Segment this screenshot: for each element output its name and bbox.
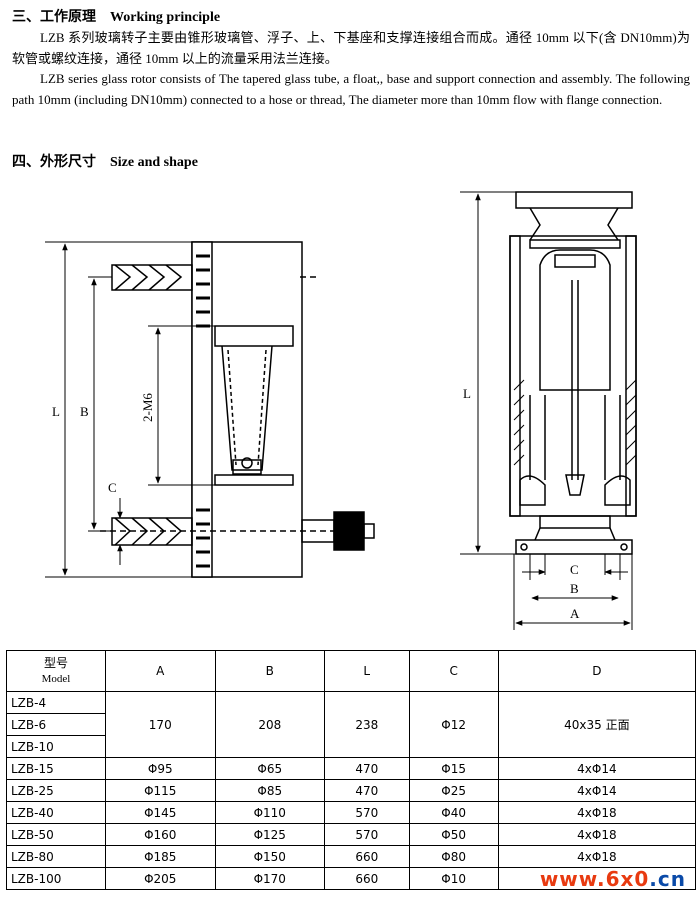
- section-4-title-en: Size and shape: [110, 155, 198, 170]
- value-A: Φ205: [105, 867, 216, 890]
- model-cell: LZB-25: [6, 779, 106, 802]
- value-C: Φ10: [408, 867, 499, 890]
- table-header-row: 型号 Model A B L C D: [6, 650, 697, 692]
- right-view-drawing: [509, 191, 637, 555]
- value-L: 570: [324, 823, 410, 846]
- value-D: 40x35 正面: [497, 691, 697, 758]
- right-dim-B: B: [570, 581, 579, 596]
- dimension-drawing: L B 2-M6 C: [45, 191, 637, 630]
- value-D: 4xΦ18: [497, 823, 697, 846]
- value-A: Φ115: [105, 779, 216, 802]
- header-model-cn: 型号: [43, 656, 68, 670]
- value-C: Φ12: [408, 691, 499, 758]
- value-D: 4xΦ18: [497, 801, 697, 824]
- value-B: Φ110: [214, 801, 326, 824]
- model-cell: LZB-40: [6, 801, 106, 824]
- table-row: LZB-40 Φ145 Φ110 570 Φ40 4xΦ18: [6, 801, 697, 824]
- model-cell: LZB-6: [6, 713, 106, 736]
- value-A: 170: [105, 691, 216, 758]
- value-B: Φ85: [214, 779, 326, 802]
- value-L: 660: [324, 867, 410, 890]
- model-cell: LZB-15: [6, 757, 106, 780]
- watermark-prefix: www.: [539, 867, 606, 891]
- value-B: 208: [214, 691, 326, 758]
- value-L: 470: [324, 757, 410, 780]
- value-A: Φ145: [105, 801, 216, 824]
- watermark-brand: 6x0: [605, 867, 650, 891]
- model-cell: LZB-50: [6, 823, 106, 846]
- header-D: D: [497, 650, 697, 692]
- table-row: LZB-100 Φ205 Φ170 660 Φ10: [6, 867, 697, 890]
- value-A: Φ185: [105, 845, 216, 868]
- principle-paragraph-cn: LZB 系列玻璃转子主要由锥形玻璃管、浮子、上、下基座和支撑连接组合而成。通径 …: [12, 30, 690, 66]
- left-dim-C: C: [108, 480, 117, 495]
- value-C: Φ50: [408, 823, 499, 846]
- right-dimensions: [460, 191, 633, 630]
- spec-table: 型号 Model A B L C D LZB-4 170 208 238 Φ12…: [6, 650, 697, 890]
- value-C: Φ80: [408, 845, 499, 868]
- table-row: LZB-50 Φ160 Φ125 570 Φ50 4xΦ18: [6, 823, 697, 846]
- left-dim-L: L: [52, 404, 60, 419]
- value-A: Φ160: [105, 823, 216, 846]
- value-D: 4xΦ14: [497, 757, 697, 780]
- value-L: 238: [324, 691, 410, 758]
- value-D: [497, 867, 697, 890]
- table-row: LZB-10: [6, 735, 696, 758]
- watermark-suffix: .cn: [649, 867, 686, 891]
- principle-paragraph-en: LZB series glass rotor consists of The t…: [12, 71, 690, 107]
- section-4-title-cn: 四、外形尺寸: [12, 154, 96, 170]
- value-B: Φ125: [214, 823, 326, 846]
- site-watermark: www.6x0.cn: [540, 867, 686, 891]
- model-cell: LZB-4: [6, 691, 106, 714]
- section-4-title: 四、外形尺寸 Size and shape: [12, 151, 198, 171]
- right-dim-C: C: [570, 562, 579, 577]
- table-row: LZB-4 170 208 238 Φ12 40x35 正面: [6, 691, 697, 758]
- header-model-en: Model: [41, 673, 71, 685]
- table-row: LZB-25 Φ115 Φ85 470 Φ25 4xΦ14: [6, 779, 697, 802]
- model-cell: LZB-10: [6, 735, 106, 758]
- value-C: Φ15: [408, 757, 499, 780]
- left-dimensions: [45, 241, 215, 578]
- left-dim-2M6: 2-M6: [140, 393, 155, 422]
- value-D: 4xΦ14: [497, 779, 697, 802]
- value-D: 4xΦ18: [497, 845, 697, 868]
- header-A: A: [105, 650, 216, 692]
- right-dim-L: L: [463, 386, 471, 401]
- value-B: Φ170: [214, 867, 326, 890]
- value-L: 660: [324, 845, 410, 868]
- value-C: Φ40: [408, 801, 499, 824]
- header-B: B: [214, 650, 326, 692]
- section-3-title-cn: 三、工作原理: [12, 9, 96, 25]
- value-A: Φ95: [105, 757, 216, 780]
- value-B: Φ65: [214, 757, 326, 780]
- header-model: 型号 Model: [6, 650, 106, 692]
- right-dim-A: A: [570, 606, 580, 621]
- value-L: 570: [324, 801, 410, 824]
- value-L: 470: [324, 779, 410, 802]
- table-row: LZB-15 Φ95 Φ65 470 Φ15 4xΦ14: [6, 757, 697, 780]
- section-3-title-en: Working principle: [110, 10, 221, 25]
- table-row: LZB-6: [6, 713, 696, 736]
- model-cell: LZB-80: [6, 845, 106, 868]
- value-B: Φ150: [214, 845, 326, 868]
- table-row: LZB-80 Φ185 Φ150 660 Φ80 4xΦ18: [6, 845, 697, 868]
- header-L: L: [324, 650, 410, 692]
- section-3-title: 三、工作原理 Working principle: [12, 6, 220, 26]
- left-dim-B: B: [80, 404, 89, 419]
- model-cell: LZB-100: [6, 867, 106, 890]
- header-C: C: [408, 650, 499, 692]
- value-C: Φ25: [408, 779, 499, 802]
